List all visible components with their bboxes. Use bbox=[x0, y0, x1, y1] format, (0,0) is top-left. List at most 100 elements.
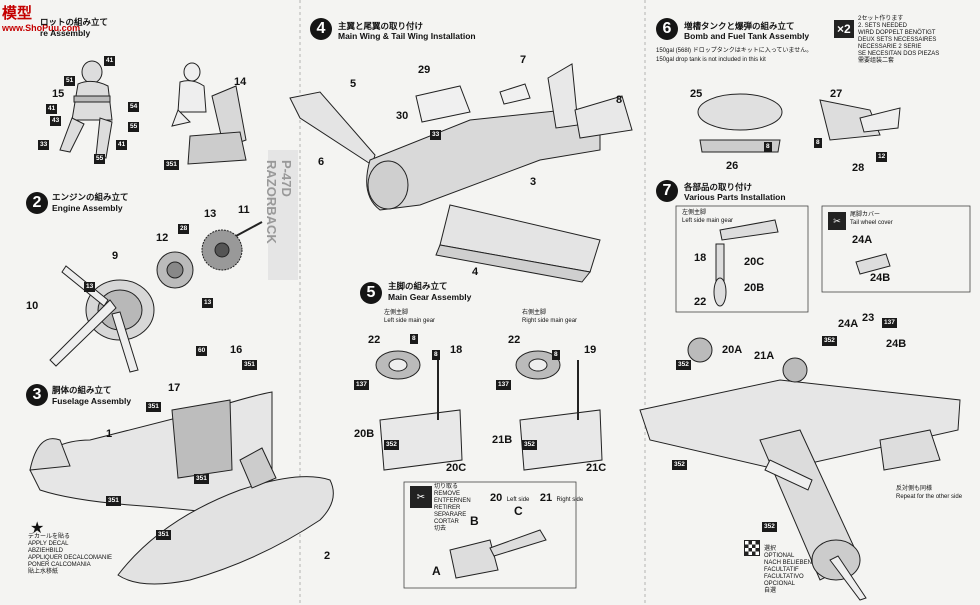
tailwheel-box bbox=[821, 205, 971, 293]
step-6-badge: 6 bbox=[656, 18, 678, 40]
part-label: 1 bbox=[106, 428, 113, 440]
fuselage-drawing bbox=[29, 391, 334, 585]
gear-title-jp: 主脚の組み立て bbox=[388, 281, 448, 291]
step-4-badge: 4 bbox=[310, 18, 332, 40]
part-label: 16 bbox=[230, 344, 243, 356]
decal-instruction: デカールを貼る APPLY DECAL ABZIEHBILD APPLIQUER… bbox=[28, 534, 113, 575]
tail-cover-label-jp: 尾脚カバー bbox=[850, 212, 881, 218]
pilot-figure bbox=[59, 60, 113, 159]
cut-part-drawing bbox=[449, 529, 547, 579]
part-label: 14 bbox=[234, 76, 247, 88]
pilot-title-en: re Assembly bbox=[40, 28, 91, 38]
pilot-title-jp: ロットの組み立て bbox=[40, 17, 109, 27]
part-label: 137 bbox=[882, 318, 897, 328]
part-label: 22 bbox=[508, 334, 521, 346]
part-label: 20C bbox=[744, 256, 765, 268]
part-label: 18 bbox=[450, 344, 463, 356]
right-gear-label-en: Right side main gear bbox=[522, 318, 578, 324]
part-label: 24A bbox=[852, 234, 873, 246]
part-label: 352 bbox=[672, 460, 687, 470]
part-label: 351 bbox=[146, 402, 161, 412]
part-label: 55 bbox=[128, 122, 140, 132]
cut-legend: 20 Left side 21 Right side bbox=[490, 492, 584, 504]
watermark-url: www.ShoPuu.com bbox=[2, 23, 81, 33]
part-label: 137 bbox=[496, 380, 511, 390]
part-label: 7 bbox=[520, 54, 527, 66]
part-label: 15 bbox=[52, 88, 65, 100]
part-label: 24B bbox=[886, 338, 907, 350]
cut-letter-c: C bbox=[514, 504, 523, 518]
tail-cover-label-en: Tail wheel cover bbox=[850, 220, 893, 226]
part-label: 43 bbox=[50, 116, 62, 126]
various-title-en: Various Parts Installation bbox=[684, 192, 786, 202]
various-title-jp: 各部品の取り付け bbox=[684, 182, 753, 192]
part-label: 11 bbox=[238, 204, 250, 216]
part-label: 23 bbox=[862, 312, 875, 324]
part-label: 21C bbox=[586, 462, 607, 474]
part-label: 8 bbox=[616, 94, 623, 106]
part-label: 41 bbox=[104, 56, 116, 66]
left-gear-label-en: Left side main gear bbox=[384, 318, 436, 324]
part-label: 29 bbox=[418, 64, 431, 76]
part-label: 137 bbox=[354, 380, 369, 390]
part-label: 6 bbox=[318, 156, 325, 168]
part-label: 33 bbox=[38, 140, 50, 150]
part-label: 27 bbox=[830, 88, 843, 100]
part-label: 3 bbox=[530, 176, 537, 188]
engine-title-jp: エンジンの組み立て bbox=[52, 192, 129, 202]
part-label: 20B bbox=[354, 428, 375, 440]
part-label: 12 bbox=[156, 232, 169, 244]
cut-letter-a: A bbox=[432, 564, 441, 578]
cut-box-frame bbox=[403, 481, 577, 589]
part-label: 13 bbox=[204, 208, 217, 220]
part-label: 28 bbox=[852, 162, 865, 174]
part-label: 8 bbox=[552, 350, 560, 360]
part-label: 5 bbox=[350, 78, 357, 90]
part-label: 20A bbox=[722, 344, 743, 356]
part-label: 10 bbox=[26, 300, 39, 312]
gear-detail-drawing bbox=[713, 219, 891, 307]
part-label: 8 bbox=[432, 350, 440, 360]
part-label: 8 bbox=[764, 142, 772, 152]
part-label: 352 bbox=[676, 360, 691, 370]
part-label: 9 bbox=[112, 250, 119, 262]
part-label: 22 bbox=[694, 296, 707, 308]
pilot-seat-drawing bbox=[171, 62, 247, 165]
times-two-badge: ×2 bbox=[834, 20, 854, 38]
part-label: 18 bbox=[694, 252, 707, 264]
right-gear-label-jp: 右側主脚 bbox=[522, 310, 547, 316]
part-label: 19 bbox=[584, 344, 597, 356]
bomb-tank-drawing bbox=[697, 93, 901, 153]
repeat-note-jp: 反対側も同様 bbox=[896, 486, 933, 492]
part-label: 26 bbox=[726, 160, 739, 172]
cut-letter-b: B bbox=[470, 514, 479, 528]
step-5-badge: 5 bbox=[360, 282, 382, 304]
part-label: 352 bbox=[522, 440, 537, 450]
step-2-badge: 2 bbox=[26, 192, 48, 214]
part-label: 351 bbox=[194, 474, 209, 484]
sets-needed-text: 2セット作ります 2. SETS NEEDED WIRD DOPPELT BEN… bbox=[858, 16, 940, 64]
part-label: 352 bbox=[822, 336, 837, 346]
part-label: 28 bbox=[178, 224, 190, 234]
bomb-title-en: Bomb and Fuel Tank Assembly bbox=[684, 31, 810, 41]
part-label: 21A bbox=[754, 350, 775, 362]
part-label: 22 bbox=[368, 334, 381, 346]
optional-text: 選択 OPTIONAL NACH BELIEBEN FACULTATIF FAC… bbox=[764, 546, 813, 594]
gear-box-label-jp: 左側主脚 bbox=[682, 210, 707, 216]
part-label: 25 bbox=[690, 88, 703, 100]
decal-star-icon: ★ bbox=[30, 520, 45, 537]
part-label: 41 bbox=[46, 104, 58, 114]
engine-title-en: Engine Assembly bbox=[52, 203, 123, 213]
part-label: 51 bbox=[64, 76, 76, 86]
repeat-note-en: Repeat for the other side bbox=[896, 494, 963, 500]
part-label: 21B bbox=[492, 434, 513, 446]
side-model-title: P-47D RAZORBACK bbox=[264, 160, 294, 244]
part-label: 13 bbox=[202, 298, 214, 308]
part-label: 8 bbox=[814, 138, 822, 148]
watermark-logo: 模型 www.ShoPuu.com bbox=[2, 2, 80, 33]
gear-box-label-en: Left side main gear bbox=[682, 218, 734, 224]
part-label: 8 bbox=[410, 334, 418, 344]
part-label: 351 bbox=[164, 160, 179, 170]
part-label: 2 bbox=[324, 550, 331, 562]
